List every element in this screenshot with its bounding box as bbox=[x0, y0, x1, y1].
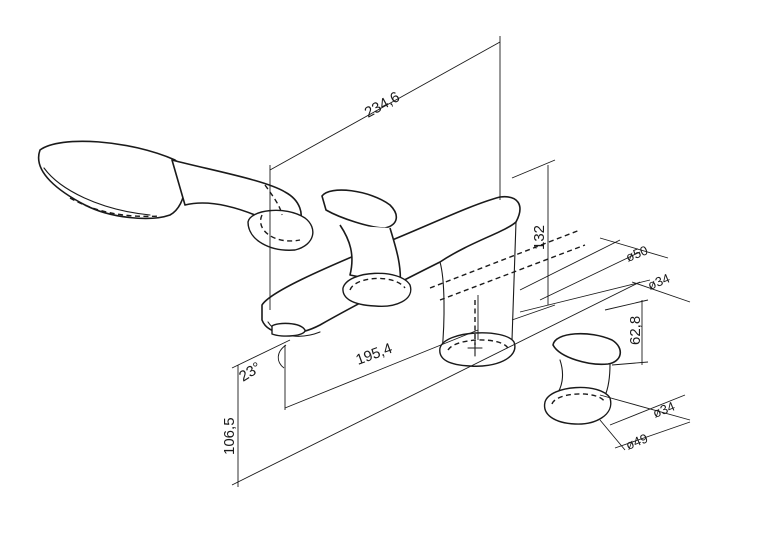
main-lever-handle bbox=[321, 189, 412, 307]
dimension-lines bbox=[231, 36, 691, 487]
dim-o49: ø49 bbox=[624, 430, 650, 452]
dim-106-5: 106,5 bbox=[221, 417, 238, 455]
hand-shower bbox=[37, 140, 314, 251]
dim-62-8: 62,8 bbox=[627, 316, 644, 345]
dim-132: 132 bbox=[531, 225, 548, 250]
dim-195-4: 195,4 bbox=[354, 340, 395, 369]
dim-angle-23: 23° bbox=[236, 359, 264, 385]
dim-o34-handle: ø34 bbox=[651, 398, 677, 420]
dim-234-6: 234,6 bbox=[362, 88, 403, 121]
dim-o34-body: ø34 bbox=[646, 270, 672, 292]
hidden-lines bbox=[429, 229, 586, 345]
secondary-handle bbox=[543, 332, 621, 425]
